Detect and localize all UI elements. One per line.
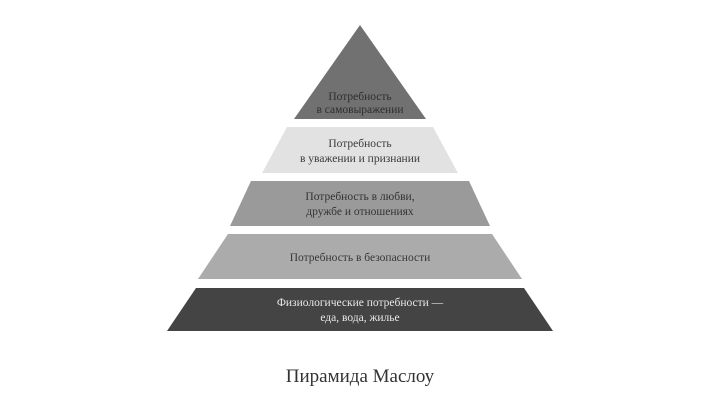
layer-shape xyxy=(262,127,458,173)
pyramid-layer-3: Потребность в любви, дружбе и отношениях xyxy=(230,181,490,226)
diagram-title: Пирамида Маслоу xyxy=(285,366,435,387)
layer-label: Физиологические потребности — xyxy=(277,297,444,309)
pyramid-layer-4: Потребность в безопасности xyxy=(198,234,522,279)
layer-shape xyxy=(294,25,426,119)
layer-label: в уважении и признании xyxy=(300,153,420,165)
layer-label: Потребность xyxy=(328,138,391,150)
layer-shape xyxy=(230,181,490,226)
layer-label: в самовыражении xyxy=(316,104,403,116)
layer-label: Потребность в любви, xyxy=(305,191,414,203)
pyramid-layer-5: Физиологические потребности — еда, вода, … xyxy=(167,288,553,331)
layer-shape xyxy=(198,234,522,279)
layer-label: Потребность в безопасности xyxy=(290,252,431,264)
layer-label: еда, вода, жилье xyxy=(320,312,399,324)
layer-label: дружбе и отношениях xyxy=(306,206,414,218)
layer-shape xyxy=(167,288,553,331)
pyramid-layer-2: Потребность в уважении и признании xyxy=(262,127,458,173)
layer-label: Потребность xyxy=(328,91,391,103)
